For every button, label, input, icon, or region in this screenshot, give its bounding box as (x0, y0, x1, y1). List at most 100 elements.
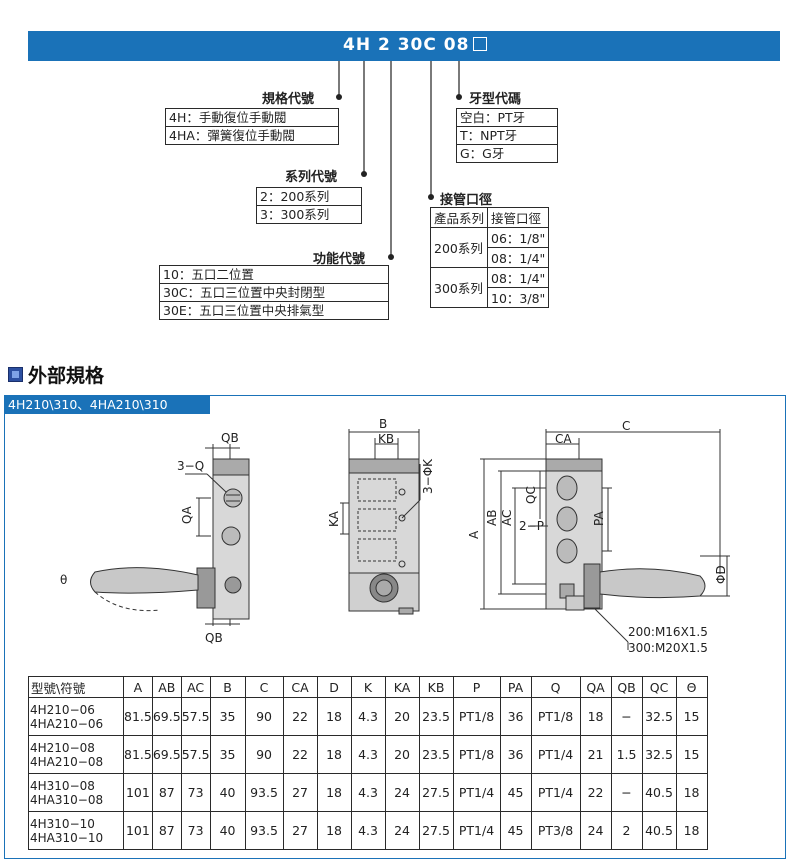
value-cell: 18 (316, 773, 352, 812)
function-dot (388, 254, 394, 260)
external-spec-panel (4, 395, 786, 859)
spec-header: D (316, 676, 352, 698)
value-cell: PT1/4 (452, 773, 501, 812)
value-cell: 24 (579, 811, 612, 850)
series-dot (361, 171, 367, 177)
label-3Q: 3−Q (177, 459, 204, 473)
value-cell: 18 (579, 697, 612, 736)
spec-header: B (209, 676, 246, 698)
thread-dot (456, 94, 462, 100)
label-B: B (379, 417, 387, 431)
value-cell: 73 (180, 773, 211, 812)
value-cell: 101 (123, 773, 153, 812)
thread-code-list: 空白：PT牙 T：NPT牙 G：G牙 (456, 108, 558, 163)
value-cell: PT1/8 (452, 735, 501, 774)
label-PA: PA (592, 511, 606, 526)
value-cell: 90 (244, 697, 284, 736)
value-cell: 93.5 (244, 773, 284, 812)
value-cell: PT1/8 (452, 697, 501, 736)
thread-code-title: 牙型代碼 (469, 92, 522, 107)
pipe-code-title: 接管口徑 (440, 193, 493, 208)
spec-table: 型號\符號 A AB AC B C CA D K KA KB P PA Q QA… (28, 676, 708, 850)
value-cell: 45 (499, 811, 532, 850)
value-cell: 101 (123, 811, 153, 850)
spec-header: P (452, 676, 501, 698)
pipe-series-300: 300系列 (429, 267, 489, 308)
value-cell: 20 (384, 735, 420, 774)
spec-code-list: 4H：手動復位手動閥 4HA：彈簧復位手動閥 (165, 108, 339, 145)
label-CA: CA (555, 432, 572, 446)
value-cell: 40.5 (641, 773, 677, 812)
function-code-item: 10：五口二位置 (163, 267, 254, 282)
value-cell: 21 (579, 735, 612, 774)
value-cell: 22 (579, 773, 612, 812)
spec-header: Q (530, 676, 581, 698)
spec-header: AB (151, 676, 182, 698)
value-cell: PT1/4 (452, 811, 501, 850)
thread-code-item: T：NPT牙 (457, 126, 557, 144)
function-code-list: 10：五口二位置 30C：五口三位置中央封閉型 30E：五口三位置中央排氣型 (159, 265, 389, 320)
value-cell: 90 (244, 735, 284, 774)
value-cell: 36 (499, 697, 532, 736)
middle-view (340, 429, 421, 615)
label-3K: 3−ΦK (421, 458, 435, 494)
value-cell: PT1/4 (530, 773, 581, 812)
model-code-text: 4H 2 30C 08 (343, 35, 488, 55)
series-code-title: 系列代號 (285, 170, 338, 185)
value-cell: − (610, 773, 643, 812)
spec-code-title: 規格代號 (262, 92, 315, 107)
spec-header: QB (610, 676, 643, 698)
pipe-header-size: 接管口徑 (487, 207, 550, 228)
value-cell: 18 (675, 773, 708, 812)
value-cell: 81.5 (123, 697, 153, 736)
label-D: ΦD (714, 565, 728, 584)
value-cell: PT1/8 (530, 697, 581, 736)
value-cell: 87 (151, 773, 182, 812)
spec-header: KB (418, 676, 454, 698)
left-view (90, 444, 250, 626)
external-spec-tab: 4H210\310、4HA210\310 (4, 395, 210, 414)
label-C: C (622, 419, 630, 433)
value-cell: 20 (384, 697, 420, 736)
spec-header: CA (282, 676, 318, 698)
series-code-item: 2：200系列 (260, 189, 330, 204)
label-2P: 2−P (519, 519, 544, 533)
value-cell: 4.3 (350, 735, 386, 774)
label-note-200: 200:M16X1.5 (628, 625, 708, 639)
value-cell: 18 (316, 697, 352, 736)
value-cell: 45 (499, 773, 532, 812)
pipe-code-table: 產品系列 接管口徑 200系列 06：1/8" 08：1/4" 300系列 08… (429, 207, 550, 308)
label-KB: KB (378, 432, 394, 446)
value-cell: 4.3 (350, 811, 386, 850)
spec-header: QC (641, 676, 677, 698)
pipe-size: 08：1/4" (487, 267, 550, 288)
pipe-size: 10：3/8" (487, 287, 550, 308)
value-cell: 4.3 (350, 697, 386, 736)
value-cell: 27 (282, 811, 318, 850)
label-A: A (467, 530, 481, 539)
label-note-300: 300:M20X1.5 (628, 641, 708, 655)
value-cell: 35 (209, 735, 246, 774)
spec-header-model: 型號\符號 (28, 676, 124, 698)
right-view (480, 429, 730, 650)
pipe-series-200: 200系列 (429, 227, 489, 268)
spec-header: QA (579, 676, 612, 698)
spec-header: A (123, 676, 153, 698)
code-connector-lines (336, 61, 462, 260)
value-cell: 57.5 (180, 697, 211, 736)
value-cell: 24 (384, 773, 420, 812)
thread-code-item: 空白：PT牙 (460, 110, 526, 125)
spec-header: K (350, 676, 386, 698)
value-cell: 4.3 (350, 773, 386, 812)
value-cell: 57.5 (180, 735, 211, 774)
pipe-dot (428, 194, 434, 200)
label-AC: AC (500, 510, 514, 526)
value-cell: 32.5 (641, 697, 677, 736)
value-cell: 15 (675, 735, 708, 774)
series-code-list: 2：200系列 3：300系列 (256, 187, 362, 224)
label-AB: AB (485, 510, 499, 526)
